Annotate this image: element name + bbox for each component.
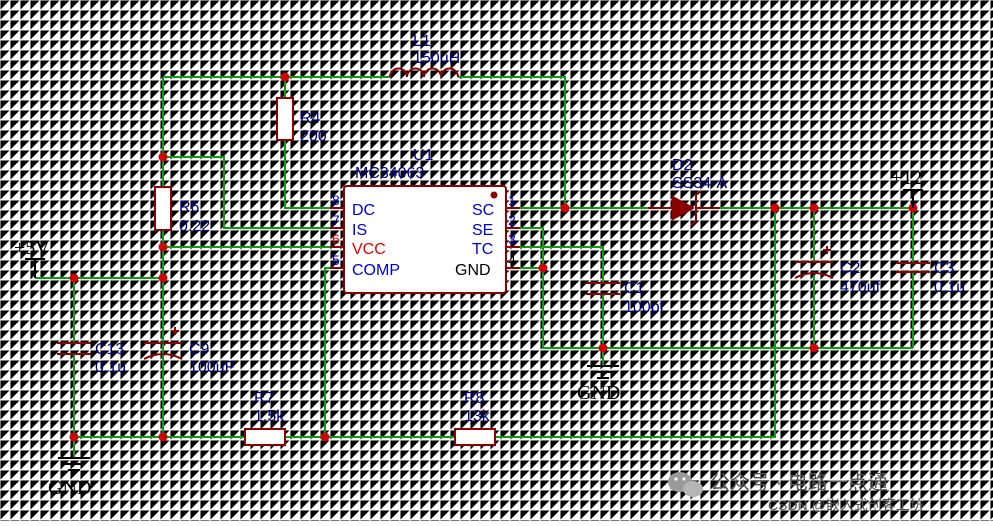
pin1-num: 1 (508, 192, 516, 208)
pin6-num: 6 (332, 231, 340, 247)
c1-ref: C1 (624, 280, 645, 297)
pin8-num: 8 (332, 192, 340, 208)
pin4-name: GND (455, 262, 491, 279)
wechat-icon (668, 472, 703, 497)
watermark: 公众号 · 电路一点通 CSDN @嵌入式创客工坊 (668, 471, 924, 513)
resistor-r4[interactable]: R4 200 (276, 97, 327, 145)
pin1-name: SC (472, 202, 494, 219)
pin7-name: IS (352, 222, 367, 239)
vout-port: +12 (891, 167, 923, 208)
c2-value: 470uf (840, 279, 881, 296)
c2-ref: C2 (840, 260, 861, 277)
vin-label: +5V (14, 237, 50, 259)
vout-label: +12 (891, 167, 922, 189)
r8-value: 13k (464, 408, 491, 425)
r4-value: 200 (300, 128, 327, 145)
d2-ref: D2 (672, 157, 693, 174)
u1-value: MC34063 (355, 165, 424, 182)
pin5-name: COMP (352, 262, 400, 279)
pin2-name: SE (472, 222, 493, 239)
r4-ref: R4 (300, 110, 321, 127)
gnd-symbol-left: GND (48, 457, 91, 499)
inductor-l1[interactable]: L1 150uH (389, 33, 460, 78)
pin3-name: TC (472, 241, 493, 258)
diode-d2[interactable]: D2 SS34-A (648, 157, 727, 226)
r6-value: 0.22 (179, 218, 210, 235)
c13-ref: C13 (95, 341, 124, 358)
vin-port: +5V (14, 237, 50, 278)
watermark-line2: CSDN @嵌入式创客工坊 (768, 497, 924, 513)
gnd-mid-label: GND (577, 382, 620, 404)
gnd-symbol-mid: GND (577, 365, 620, 404)
c1-value: 100pf (624, 299, 665, 316)
gnd-left-label: GND (48, 477, 91, 499)
pin1-marker (490, 191, 498, 199)
c9-value: 100uF (189, 359, 235, 376)
resistor-r6[interactable]: R6 0.22 (154, 186, 210, 235)
r7-value: 1.5k (254, 408, 285, 425)
watermark-line1: 公众号 · 电路一点通 (710, 471, 888, 494)
c3-ref: C3 (934, 260, 955, 277)
pin3-num: 3 (508, 231, 516, 247)
pin2-num: 2 (508, 212, 516, 228)
c13-value: 0.1u (95, 359, 126, 376)
pin5-num: 5 (332, 252, 340, 268)
l1-value: 150uH (413, 50, 460, 67)
ic-u1[interactable]: U1 MC34063 8 DC 7 IS 6 VCC 5 COMP 1 SC 2… (330, 147, 520, 294)
r8-ref: R8 (464, 390, 485, 407)
resistor-r7[interactable]: R7 1.5k (244, 390, 286, 446)
pin8-name: DC (352, 202, 375, 219)
l1-ref: L1 (413, 33, 431, 50)
pin6-name: VCC (352, 241, 386, 258)
capacitor-c3[interactable]: C3 0.1u (896, 260, 965, 296)
r6-ref: R6 (179, 199, 200, 216)
r7-ref: R7 (254, 390, 275, 407)
pin4-num: 4 (508, 252, 516, 268)
d2-value: SS34-A (672, 175, 727, 192)
capacitor-c1[interactable]: C1 100pf (586, 280, 665, 316)
capacitor-c2[interactable]: C2 470uf (794, 246, 881, 296)
u1-ref: U1 (413, 147, 434, 164)
capacitor-c9[interactable]: C9 100uF (143, 327, 235, 376)
c9-ref: C9 (189, 341, 210, 358)
pin7-num: 7 (332, 212, 340, 228)
c3-value: 0.1u (934, 279, 965, 296)
capacitor-c13[interactable]: C13 0.1u (57, 341, 126, 376)
resistor-r8[interactable]: R8 13k (454, 390, 496, 446)
junctions (69, 72, 918, 442)
